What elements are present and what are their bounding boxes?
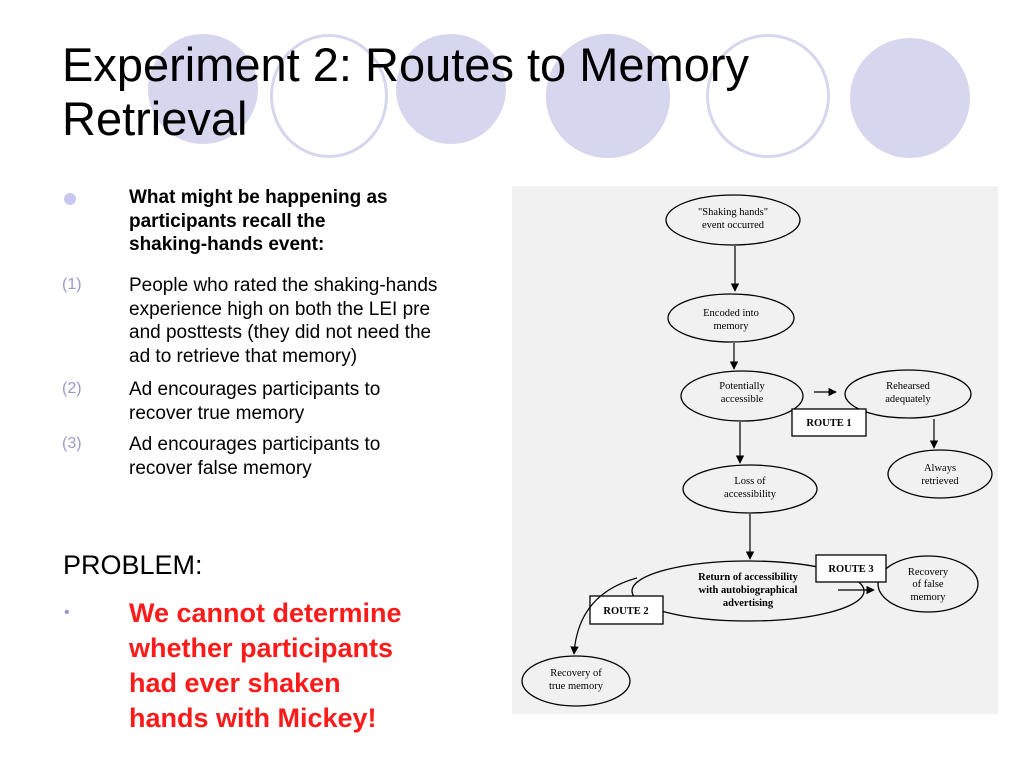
node-encoded-line-2: memory <box>714 321 750 332</box>
arrow-return-to-true <box>570 577 638 655</box>
decor-circle-1 <box>148 34 258 144</box>
bullet-heading: What might be happening as participants … <box>129 186 388 257</box>
decor-ring-5 <box>706 34 830 158</box>
node-false-line-3: memory <box>911 592 947 603</box>
route-2-text: ROUTE 2 <box>603 606 648 617</box>
node-true-line-1: Recovery of <box>550 668 602 679</box>
item-1-line-4: ad to retrieve that memory) <box>129 345 358 367</box>
problem-statement: We cannot determine whether participants… <box>129 596 489 736</box>
bullet-heading-line-3: shaking-hands event: <box>129 234 325 255</box>
node-rehearsed-line-1: Rehearsed <box>886 381 930 392</box>
decor-circle-7 <box>546 34 670 158</box>
node-true-line-2: true memory <box>549 681 604 692</box>
node-rehearsed-line-2: adequately <box>885 394 931 405</box>
memory-routes-diagram: "Shaking hands" event occurred Encoded i… <box>512 186 998 714</box>
item-3-line-1: Ad encourages participants to <box>129 434 381 455</box>
problem-line-4: hands with Mickey! <box>129 703 377 733</box>
node-false-line-1: Recovery <box>908 567 949 578</box>
node-potentially-accessible: Potentially accessible <box>680 370 804 422</box>
node-encoded-line-1: Encoded into <box>703 308 759 319</box>
problem-line-1: We cannot determine <box>129 598 402 628</box>
item-1-line-1: People who rated the shaking-hands <box>129 275 438 296</box>
decor-ring-2 <box>270 34 388 158</box>
problem-line-2: whether participants <box>129 633 394 663</box>
title-line-1: Experiment 2: Routes to Memory <box>62 38 749 91</box>
item-3-text: Ad encourages participants to recover fa… <box>129 433 380 480</box>
item-1-line-2: experience high on both the LEI pre <box>129 298 431 320</box>
node-loss-of-accessibility: Loss of accessibility <box>682 464 818 514</box>
node-potentially-accessible-line-2: accessible <box>721 394 764 405</box>
node-return-line-2: with autobiographical <box>699 585 798 596</box>
node-event-occurred: "Shaking hands" event occurred <box>665 194 801 246</box>
item-3-number: (3) <box>62 435 82 452</box>
problem-line-3: had ever shaken <box>129 668 341 698</box>
node-always-retrieved-line-1: Always <box>924 463 956 474</box>
node-loss-line-2: accessibility <box>724 489 777 500</box>
item-2-number: (2) <box>62 380 82 397</box>
bullet-heading-line-2: participants recall the <box>129 210 326 232</box>
item-2-text: Ad encourages participants to recover tr… <box>129 378 380 425</box>
bullet-dot <box>64 193 76 205</box>
item-3-line-2: recover false memory <box>129 457 312 479</box>
diagram-svg: "Shaking hands" event occurred Encoded i… <box>521 194 993 707</box>
item-2-line-1: Ad encourages participants to <box>129 379 381 400</box>
item-1-number: (1) <box>62 276 82 293</box>
item-2-line-2: recover true memory <box>129 402 305 424</box>
node-return-line-1: Return of accessibility <box>698 572 798 583</box>
item-1-text: People who rated the shaking-hands exper… <box>129 274 437 368</box>
item-1-line-3: and posttests (they did not need the <box>129 322 432 343</box>
bullet-heading-line-1: What might be happening as <box>129 187 388 208</box>
decor-circle-3 <box>396 34 506 144</box>
node-event-occurred-line-2: event occurred <box>702 220 765 231</box>
route-3-label: ROUTE 3 <box>815 554 887 583</box>
title-line-2: Retrieval <box>62 92 248 145</box>
node-always-retrieved: Always retrieved <box>887 449 993 499</box>
route-1-text: ROUTE 1 <box>806 418 851 429</box>
node-encoded: Encoded into memory <box>667 293 795 343</box>
decor-circle-6 <box>850 38 970 158</box>
route-3-text: ROUTE 3 <box>828 564 873 575</box>
node-return-of-accessibility: Return of accessibility with autobiograp… <box>631 560 865 622</box>
node-loss-line-1: Loss of <box>734 476 766 487</box>
route-1-label: ROUTE 1 <box>791 408 867 437</box>
node-always-retrieved-line-2: retrieved <box>921 476 959 487</box>
problem-bullet: • <box>64 604 70 621</box>
problem-heading: PROBLEM: <box>63 550 203 580</box>
node-recovery-true-memory: Recovery of true memory <box>521 655 631 707</box>
node-return-line-3: advertising <box>723 598 774 609</box>
route-2-label: ROUTE 2 <box>589 595 664 625</box>
node-event-occurred-line-1: "Shaking hands" <box>698 207 768 218</box>
node-potentially-accessible-line-1: Potentially <box>719 381 765 392</box>
node-false-line-2: of false <box>912 579 944 590</box>
node-rehearsed: Rehearsed adequately <box>844 369 972 419</box>
node-recovery-false-memory: Recovery of false memory <box>877 555 979 613</box>
